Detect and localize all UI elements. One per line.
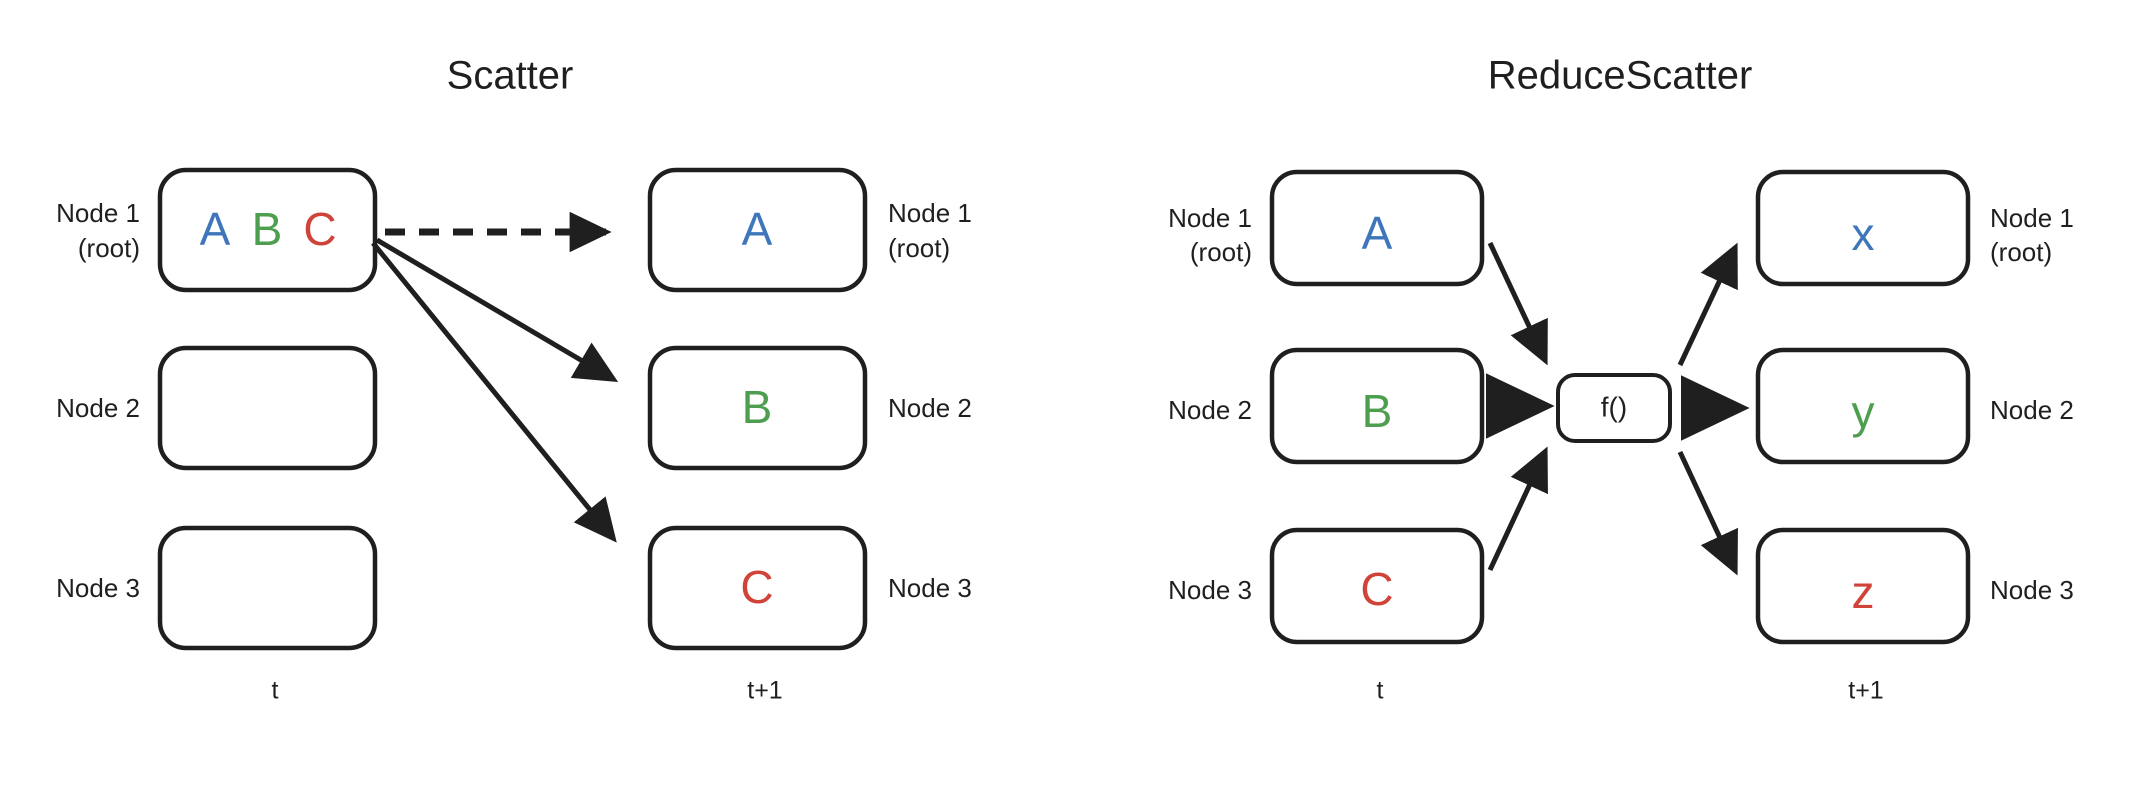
node-label-line2: (root)	[1990, 237, 2052, 267]
reducescatter-reduce-edges	[1485, 241, 1555, 572]
node-label-line1: Node 1	[1168, 203, 1252, 233]
time-label-after: t+1	[1848, 677, 1883, 705]
payload-token-b: B	[1362, 385, 1393, 437]
edge-node1-to-node3	[371, 241, 617, 543]
reducescatter-source-node-2[interactable]: Node 2 B	[1168, 347, 1485, 465]
reduce-op-label: f()	[1601, 391, 1627, 422]
edge-reduceop-to-node3	[1677, 450, 1738, 576]
node-label-line2: (root)	[78, 233, 140, 263]
scatter-dest-node-3[interactable]: C Node 3	[647, 525, 972, 651]
scatter-edges	[371, 211, 619, 543]
node-label-line2: (root)	[888, 233, 950, 263]
node-box[interactable]	[157, 345, 378, 471]
reducescatter-source-node-3[interactable]: Node 3 C	[1168, 527, 1485, 645]
payload-token-y: y	[1852, 386, 1875, 438]
payload-token-a: A	[200, 203, 231, 255]
node-box[interactable]	[1755, 169, 1971, 287]
payload-token-c: C	[740, 561, 773, 613]
node-label-line1: Node 1	[888, 198, 972, 228]
panel-scatter: Scatter Node 1 (root) A B C Node 2 Node …	[56, 54, 972, 705]
node-label-line1: Node 2	[1990, 395, 2074, 425]
scatter-source-node-2[interactable]: Node 2	[56, 345, 378, 471]
scatter-dest-node-2[interactable]: B Node 2	[647, 345, 972, 471]
panel-title-scatter: Scatter	[447, 54, 574, 98]
scatter-dest-node-1[interactable]: A Node 1 (root)	[647, 167, 972, 293]
node-label-line1: Node 3	[888, 573, 972, 603]
time-label-before: t	[272, 677, 279, 705]
scatter-source-node-3[interactable]: Node 3	[56, 525, 378, 651]
payload-token-c: C	[303, 203, 336, 255]
node-label-line1: Node 3	[1990, 575, 2074, 605]
node-label-line1: Node 1	[56, 198, 140, 228]
node-label-line1: Node 2	[56, 393, 140, 423]
reducescatter-source-column: Node 1 (root) A Node 2 B Node 3 C t	[1168, 169, 1485, 705]
node-label-line1: Node 1	[1990, 203, 2074, 233]
node-box[interactable]	[157, 525, 378, 651]
node-box[interactable]	[157, 167, 378, 293]
payload-token-z: z	[1852, 566, 1875, 618]
node-label-line1: Node 2	[1168, 395, 1252, 425]
reducescatter-scatter-edges	[1677, 242, 1750, 576]
scatter-source-column: Node 1 (root) A B C Node 2 Node 3 t	[56, 167, 378, 705]
node-box[interactable]	[647, 167, 868, 293]
node-box[interactable]	[647, 345, 868, 471]
edge-reduceop-to-node1	[1677, 242, 1738, 367]
node-box[interactable]	[1755, 527, 1971, 645]
node-box[interactable]	[1755, 347, 1971, 465]
reducescatter-dest-column: x Node 1 (root) y Node 2 z Node 3 t+1	[1755, 169, 2074, 705]
payload-token-a: A	[1362, 207, 1393, 259]
payload-token-x: x	[1852, 208, 1875, 260]
scatter-source-node-1[interactable]: Node 1 (root) A B C	[56, 167, 378, 293]
reducescatter-dest-node-1[interactable]: x Node 1 (root)	[1755, 169, 2074, 287]
node-label-line1: Node 3	[56, 573, 140, 603]
time-label-after: t+1	[747, 677, 782, 705]
reducescatter-source-node-1[interactable]: Node 1 (root) A	[1168, 169, 1485, 287]
reducescatter-dest-node-3[interactable]: z Node 3	[1755, 527, 2074, 645]
node-label-line1: Node 2	[888, 393, 972, 423]
panel-reducescatter: ReduceScatter Node 1 (root) A Node 2 B N…	[1168, 54, 2074, 705]
scatter-dest-column: A Node 1 (root) B Node 2 C Node 3 t+1	[647, 167, 972, 705]
edge-node1-to-reduceop	[1487, 241, 1548, 366]
time-label-before: t	[1377, 677, 1384, 705]
payload-token-a: A	[742, 203, 773, 255]
panel-title-reducescatter: ReduceScatter	[1488, 54, 1753, 98]
reduce-op-box[interactable]	[1556, 373, 1672, 443]
payload-token-b: B	[742, 381, 773, 433]
node-box[interactable]	[1269, 169, 1485, 287]
payload-token-c: C	[1360, 563, 1393, 615]
edge-node1-to-node2	[375, 237, 619, 383]
payload-token-b: B	[252, 203, 283, 255]
node-box[interactable]	[647, 525, 868, 651]
edge-node3-to-reduceop	[1487, 446, 1548, 572]
reducescatter-dest-node-2[interactable]: y Node 2	[1755, 347, 2074, 465]
node-label-line2: (root)	[1190, 237, 1252, 267]
reducescatter-reduce-op[interactable]: f()	[1556, 373, 1672, 443]
node-label-line1: Node 3	[1168, 575, 1252, 605]
node-box[interactable]	[1269, 347, 1485, 465]
node-box[interactable]	[1269, 527, 1485, 645]
